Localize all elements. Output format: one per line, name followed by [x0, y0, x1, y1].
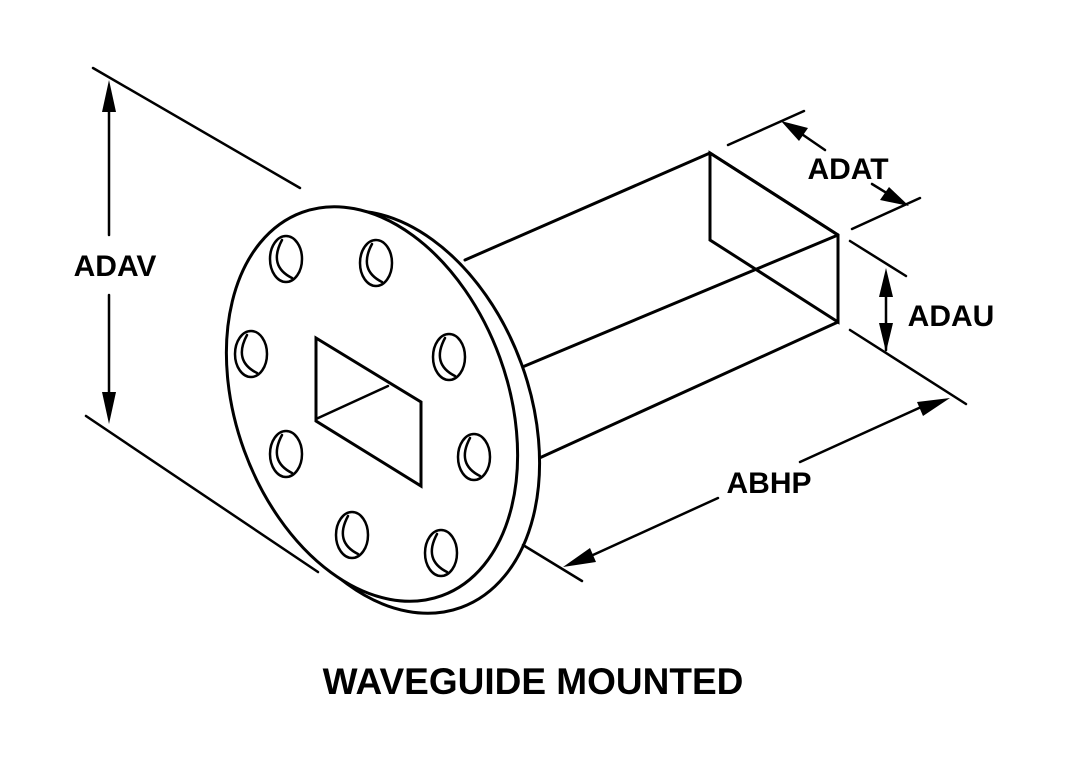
arrowhead [563, 548, 596, 567]
dimension-adau: ADAU [848, 239, 995, 406]
extension-line [850, 196, 922, 231]
bolt-hole [423, 528, 459, 578]
opening-outline [314, 335, 423, 489]
bolt-hole [358, 238, 394, 288]
diagram-caption: WAVEGUIDE MOUNTED [323, 661, 744, 702]
waveguide-opening [314, 335, 423, 489]
arrowhead [879, 268, 893, 297]
dimension-abhp: ABHP [521, 398, 950, 583]
arrowhead [917, 398, 950, 416]
dimension-label-adav: ADAV [74, 250, 157, 283]
extension-line [848, 328, 968, 406]
arrowhead [102, 80, 116, 112]
opening-inner-edge [314, 384, 390, 421]
dimension-adat: ADAT [726, 109, 922, 231]
arrowhead [880, 187, 909, 206]
bolt-hole [268, 234, 304, 284]
extension-line [848, 239, 908, 278]
dimension-label-adat: ADAT [807, 153, 888, 186]
dimension-line [580, 496, 720, 562]
waveguide-top-front-edge [518, 233, 840, 370]
waveguide-top-end-edge [708, 151, 840, 237]
arrowhead [102, 392, 116, 424]
extension-line [726, 109, 806, 147]
bolt-holes [233, 234, 492, 578]
dimension-label-abhp: ABHP [726, 467, 811, 500]
extension-line [84, 414, 320, 574]
arrowhead [781, 121, 808, 141]
dimension-adav: ADAV [74, 66, 320, 574]
bolt-hole [431, 332, 467, 382]
arrowhead [879, 323, 893, 352]
extension-line [91, 66, 302, 190]
dimension-label-adau: ADAU [908, 300, 995, 333]
waveguide-top-back-edge [463, 151, 712, 262]
waveguide-body [463, 150, 840, 462]
bolt-hole [456, 432, 492, 482]
waveguide-bottom-edge [533, 320, 840, 462]
dimension-line [798, 401, 932, 464]
flange [224, 205, 542, 615]
bolt-hole [268, 429, 304, 479]
bolt-hole [334, 510, 370, 560]
extension-line [521, 543, 584, 583]
bolt-hole [233, 329, 269, 379]
